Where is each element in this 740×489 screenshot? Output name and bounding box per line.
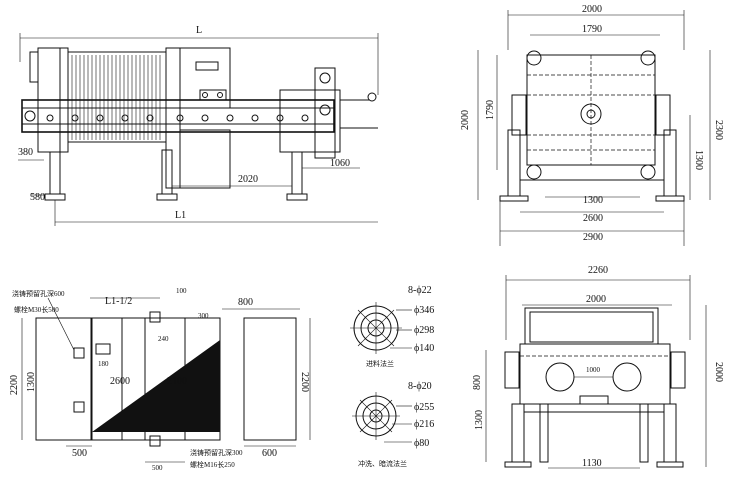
flange-feed-od: ϕ346: [414, 305, 434, 316]
front-elevation-view: L: [18, 25, 379, 226]
dim-2600-side: 2600: [583, 213, 603, 224]
foundation-plan-view: 浇铸预留孔深600 螺栓M30长500 L1-1/2 100 300 240 8…: [9, 287, 311, 472]
flange-detail-wash: 8-ϕ20 ϕ255 ϕ216 ϕ80 冲洗、暗流法兰: [352, 381, 434, 468]
flange-wash-caption: 冲洗、暗流法兰: [358, 459, 407, 468]
dim-1000-end: 1000: [586, 366, 601, 374]
plate-pack-lines: [71, 55, 161, 140]
flange-wash-holes: 8-ϕ20: [408, 381, 432, 392]
flange-feed-caption: 进料法兰: [366, 359, 394, 368]
dim-1300-end: 1300: [474, 410, 485, 430]
dim-2000-vert: 2000: [460, 110, 471, 130]
dim-1130: 1130: [582, 458, 602, 469]
dim-L1: L1: [175, 210, 186, 221]
dim-2260: 2260: [588, 265, 608, 276]
dim-2000-end-vert: 2000: [713, 362, 724, 382]
dim-2000-end: 2000: [586, 294, 606, 305]
dim-2600-plan: 2600: [110, 376, 130, 387]
dim-500-b: 500: [152, 464, 163, 472]
note-anchor-top-2: 螺栓M30长500: [14, 305, 59, 314]
dim-600: 600: [262, 448, 277, 459]
dim-500-a: 500: [72, 448, 87, 459]
dim-800: 800: [238, 297, 253, 308]
dim-100: 100: [176, 287, 187, 295]
dim-2900-side: 2900: [583, 232, 603, 243]
dim-2200-right: 2200: [299, 372, 310, 392]
dim-240: 240: [158, 335, 169, 343]
dim-180: 180: [98, 360, 109, 368]
dim-1300-left: 1300: [26, 372, 37, 392]
flange-wash-id: ϕ80: [414, 438, 429, 449]
flange-detail-feed: 8-ϕ22 ϕ346 ϕ298 ϕ140 进料法兰: [350, 285, 434, 368]
dim-1300-side: 1300: [583, 195, 603, 206]
dim-800-end: 800: [472, 375, 483, 390]
dim-380: 380: [18, 147, 33, 158]
dim-2020: 2020: [238, 174, 258, 185]
dim-1300-vert: 1300: [693, 150, 704, 170]
dim-2300-vert: 2300: [713, 120, 724, 140]
dim-L1-half: L1-1/2: [105, 296, 132, 307]
flange-feed-holes: 8-ϕ22: [408, 285, 432, 296]
dim-580: 580: [30, 192, 45, 203]
dim-1790-vert: 1790: [485, 100, 496, 120]
dim-1060: 1060: [330, 158, 350, 169]
end-elevation-view: 2260 2000 1000 1130 800 1300 2000: [472, 265, 724, 469]
note-anchor-top-1: 浇铸预留孔深600: [12, 289, 65, 298]
flange-wash-pcd: ϕ216: [414, 419, 434, 430]
note-anchor-bottom-1: 浇铸预留孔深300: [190, 448, 243, 457]
flange-feed-id: ϕ140: [414, 343, 434, 354]
dim-L: L: [196, 25, 202, 36]
dim-300: 300: [198, 312, 209, 320]
dim-2200-left: 2200: [9, 375, 20, 395]
flange-feed-pcd: ϕ298: [414, 325, 434, 336]
flange-wash-od: ϕ255: [414, 402, 434, 413]
dim-2100-plan: 2100: [167, 376, 187, 387]
side-elevation-view: 2000 1790 1300 2600 2900 2000 1790: [460, 4, 724, 246]
dim-2000-top: 2000: [582, 4, 602, 15]
dim-1790-top: 1790: [582, 24, 602, 35]
note-anchor-bottom-2: 螺栓M16长250: [190, 460, 235, 469]
beam-bolts: [46, 114, 309, 122]
